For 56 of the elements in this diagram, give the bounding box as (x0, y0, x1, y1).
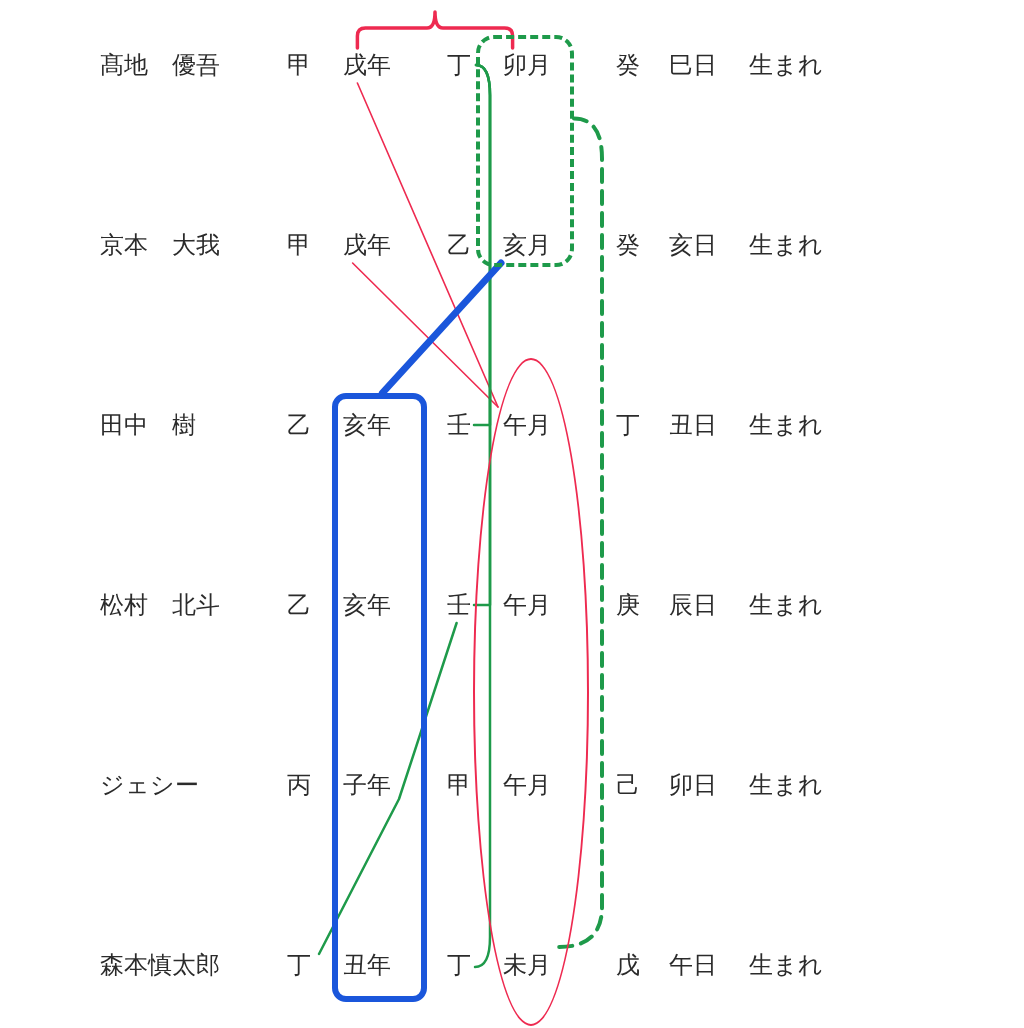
heavenly-stem-text: 癸 (616, 51, 640, 79)
connector-line (473, 63, 492, 969)
birth-suffix-text: 生まれ (749, 51, 823, 79)
heavenly-stem-text: 戊 (616, 951, 640, 979)
heavenly-stem-text: 甲 (447, 771, 471, 799)
earthly-branch-text: 卯日 (669, 771, 717, 799)
dashed-rounded-frame (476, 35, 574, 267)
birth-suffix-text: 生まれ (749, 771, 823, 799)
earthly-branch-text: 丑年 (343, 951, 391, 979)
ellipse-outline (473, 358, 589, 1026)
person-name-text: 森本慎太郎 (100, 951, 220, 979)
person-name-text: 松村 北斗 (100, 591, 220, 619)
earthly-branch-text: 戌年 (343, 231, 391, 259)
birth-suffix-text: 生まれ (749, 231, 823, 259)
earthly-branch-text: 午月 (503, 771, 551, 799)
person-name-text: 京本 大我 (100, 231, 220, 259)
connector-line (356, 82, 499, 408)
earthly-branch-text: 卯月 (503, 51, 551, 79)
heavenly-stem-text: 甲 (287, 51, 311, 79)
heavenly-stem-text: 乙 (287, 411, 311, 439)
heavenly-stem-text: 甲 (287, 231, 311, 259)
birth-suffix-text: 生まれ (749, 411, 823, 439)
person-name-text: ジェシー (100, 771, 199, 799)
heavenly-stem-text: 丁 (287, 951, 311, 979)
heavenly-stem-text: 壬 (447, 591, 471, 619)
earthly-branch-text: 午日 (669, 951, 717, 979)
heavenly-stem-text: 己 (616, 771, 640, 799)
earthly-branch-text: 巳日 (669, 51, 717, 79)
heavenly-stem-text: 丙 (287, 771, 311, 799)
heavenly-stem-text: 丁 (616, 411, 640, 439)
heavenly-stem-text: 乙 (287, 591, 311, 619)
heavenly-stem-text: 丁 (447, 951, 471, 979)
earthly-branch-text: 午月 (503, 411, 551, 439)
earthly-branch-text: 亥年 (343, 411, 391, 439)
earthly-branch-text: 亥月 (503, 231, 551, 259)
connector-line (317, 621, 458, 956)
heavenly-stem-text: 庚 (616, 591, 640, 619)
connector-line (351, 262, 499, 408)
earthly-branch-text: 戌年 (343, 51, 391, 79)
person-name-text: 髙地 優吾 (100, 51, 220, 79)
person-name-text: 田中 樹 (100, 411, 196, 439)
earthly-branch-text: 亥年 (343, 591, 391, 619)
earthly-branch-text: 丑日 (669, 411, 717, 439)
earthly-branch-text: 子年 (343, 771, 391, 799)
heavenly-stem-text: 丁 (447, 51, 471, 79)
birth-suffix-text: 生まれ (749, 591, 823, 619)
birth-suffix-text: 生まれ (749, 951, 823, 979)
heavenly-stem-text: 癸 (616, 231, 640, 259)
dashed-connector (557, 116, 604, 949)
rounded-frame (332, 393, 427, 1002)
earthly-branch-text: 未月 (503, 951, 551, 979)
heavenly-stem-text: 乙 (447, 231, 471, 259)
earthly-branch-text: 亥日 (669, 231, 717, 259)
earthly-branch-text: 午月 (503, 591, 551, 619)
earthly-branch-text: 辰日 (669, 591, 717, 619)
heavenly-stem-text: 壬 (447, 411, 471, 439)
